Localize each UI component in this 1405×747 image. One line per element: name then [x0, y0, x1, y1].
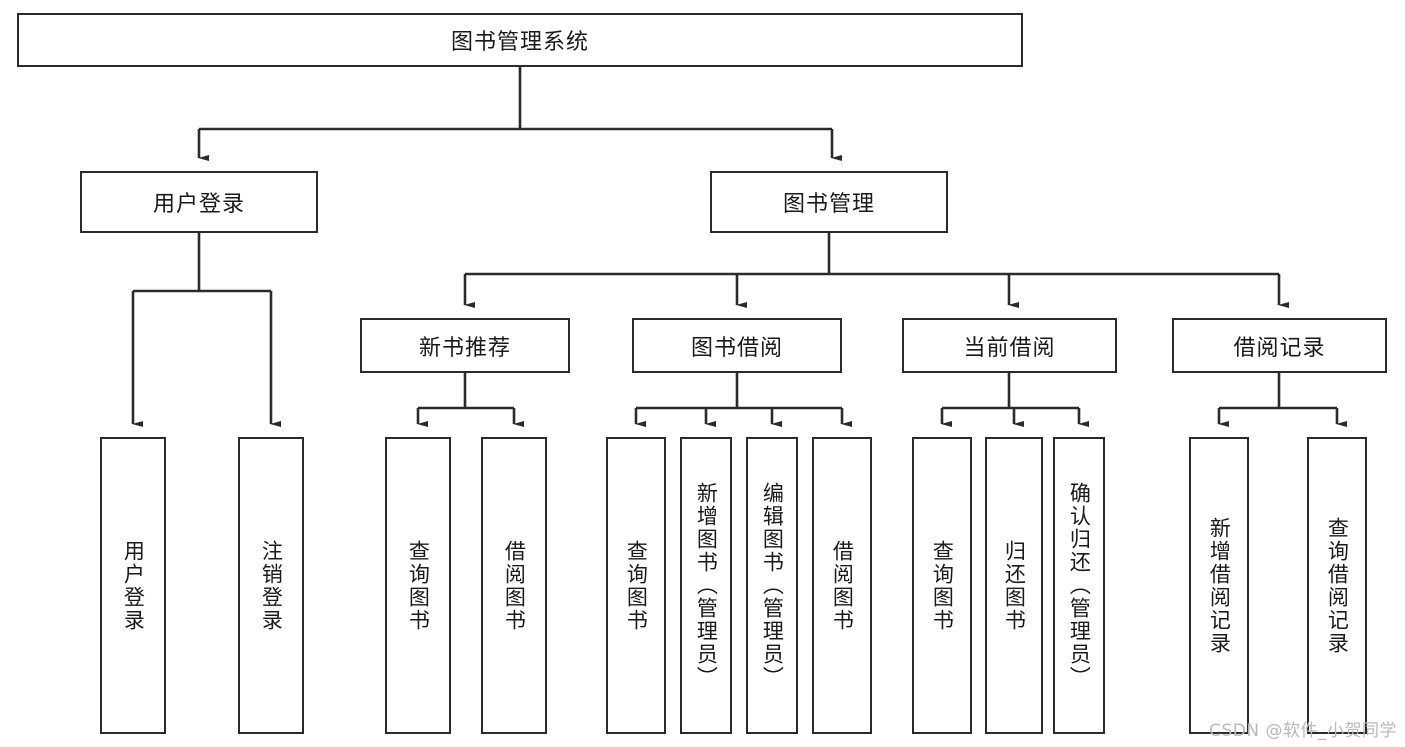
node-label: 借阅图书 — [502, 539, 527, 632]
node-leaf-query-book-3[interactable]: 查询图书 — [912, 437, 972, 734]
node-label: 新增图书（管理员） — [694, 482, 719, 689]
node-book-manage[interactable]: 图书管理 — [710, 171, 948, 233]
node-leaf-query-book-2[interactable]: 查询图书 — [606, 437, 666, 734]
node-label: 注销登录 — [259, 539, 284, 632]
node-borrow-record[interactable]: 借阅记录 — [1172, 318, 1387, 373]
node-label: 当前借阅 — [963, 335, 1056, 361]
node-label: 用户登录 — [121, 539, 146, 632]
node-label: 查询借阅记录 — [1325, 516, 1350, 655]
node-leaf-return-book[interactable]: 归还图书 — [985, 437, 1043, 734]
node-label: 借阅图书 — [830, 539, 855, 632]
node-leaf-confirm-return[interactable]: 确认归还（管理员） — [1053, 437, 1105, 734]
node-leaf-add-record[interactable]: 新增借阅记录 — [1189, 437, 1249, 734]
node-leaf-borrow-book-1[interactable]: 借阅图书 — [481, 437, 547, 734]
node-leaf-query-book-1[interactable]: 查询图书 — [385, 437, 451, 734]
node-label: 图书管理 — [782, 192, 875, 217]
node-leaf-edit-book[interactable]: 编辑图书（管理员） — [746, 437, 798, 734]
node-label: 图书管理系统 — [450, 30, 589, 55]
node-label: 借阅记录 — [1233, 335, 1326, 361]
node-label: 查询图书 — [624, 539, 649, 632]
node-leaf-borrow-book-2[interactable]: 借阅图书 — [812, 437, 872, 734]
node-new-book-rec[interactable]: 新书推荐 — [360, 318, 570, 373]
node-user-login[interactable]: 用户登录 — [80, 171, 318, 233]
node-label: 编辑图书（管理员） — [760, 482, 785, 689]
node-book-borrow[interactable]: 图书借阅 — [632, 318, 842, 373]
node-leaf-logout[interactable]: 注销登录 — [238, 437, 304, 734]
node-current-borrow[interactable]: 当前借阅 — [902, 318, 1117, 373]
node-leaf-add-book[interactable]: 新增图书（管理员） — [680, 437, 732, 734]
node-leaf-query-record[interactable]: 查询借阅记录 — [1307, 437, 1367, 734]
node-label: 用户登录 — [152, 192, 245, 217]
node-label: 图书借阅 — [690, 335, 783, 361]
node-label: 确认归还（管理员） — [1067, 482, 1092, 689]
node-label: 归还图书 — [1002, 539, 1027, 632]
node-label: 查询图书 — [930, 539, 955, 632]
node-label: 新增借阅记录 — [1207, 516, 1232, 655]
node-label: 查询图书 — [406, 539, 431, 632]
node-label: 新书推荐 — [418, 335, 511, 361]
node-root[interactable]: 图书管理系统 — [17, 13, 1023, 67]
node-leaf-user-login[interactable]: 用户登录 — [100, 437, 166, 734]
